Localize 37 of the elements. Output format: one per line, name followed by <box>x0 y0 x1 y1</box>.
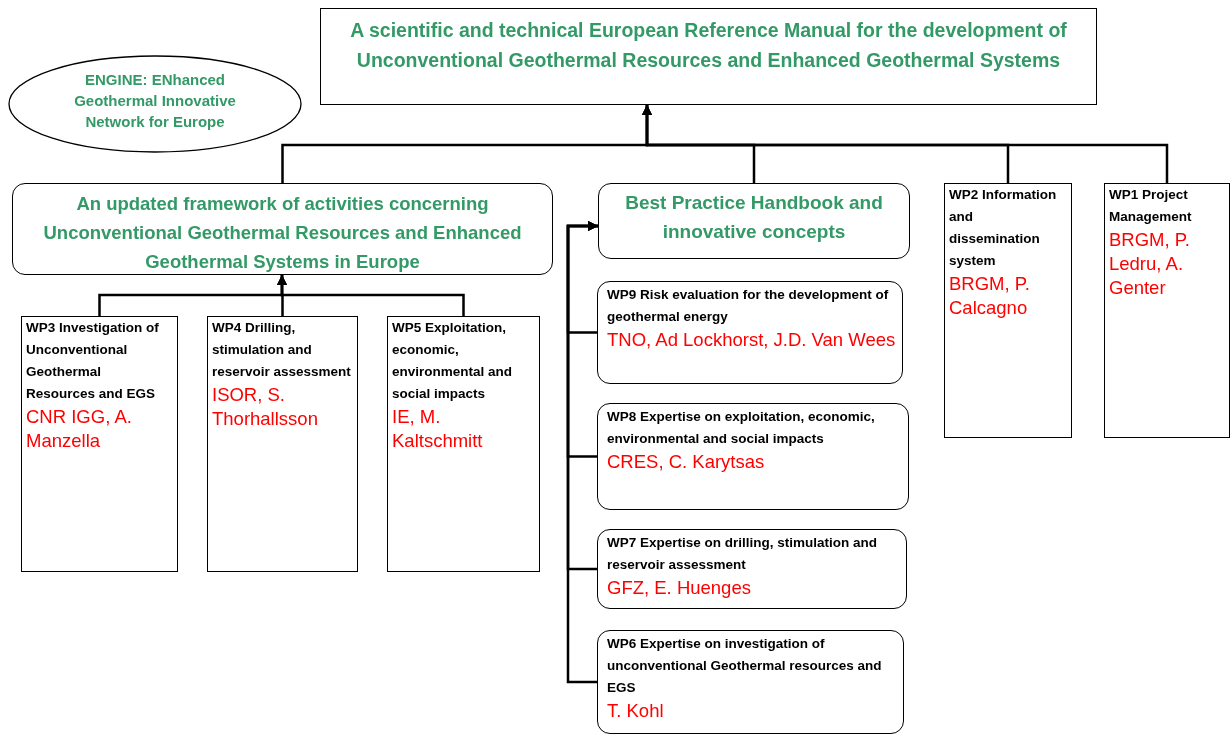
heading: Best Practice Handbook and innovative concepts <box>624 191 884 244</box>
arrow <box>277 275 465 316</box>
work-package-box <box>597 529 907 609</box>
partner-name: GFZ, E. Huenges <box>607 576 752 600</box>
partner-name: CRES, C. Karytsas <box>607 450 766 474</box>
work-package-box <box>597 281 903 384</box>
work-package-title: WP8 Expertise on exploitation, economic, environmental and social impacts <box>607 408 876 448</box>
work-package-box <box>597 630 904 734</box>
partner-name: CNR IGG, A. Manzella <box>26 405 133 453</box>
work-package-box <box>21 316 178 572</box>
work-package-box <box>597 403 909 510</box>
partner-name: BRGM, P. Ledru, A. Genter <box>1109 228 1191 300</box>
output-box <box>12 183 553 275</box>
arrow <box>566 221 598 684</box>
partner-name: BRGM, P. Calcagno <box>949 272 1031 320</box>
work-package-title: WP6 Expertise on investigation of unconventional Geothermal resources and EGS <box>607 635 883 697</box>
goal-box <box>320 8 1097 105</box>
work-package-title: WP4 Drilling, stimulation and reservoir assessment <box>212 319 352 381</box>
work-package-title: WP2 Information and dissemination system <box>949 186 1058 270</box>
heading: A scientific and technical European Reference Manual for the development of Unconventional Geothermal Resources and Enhanced Geothermal Systems <box>349 18 1068 73</box>
partner-name: TNO, Ad Lockhorst, J.D. Van Wees <box>607 328 896 352</box>
project-name: ENGINE: ENhanced Geothermal Innovative Network for Europe <box>73 70 237 132</box>
work-package-box <box>387 316 540 572</box>
work-package-title: WP1 Project Management <box>1109 186 1193 226</box>
work-package-title: WP3 Investigation of Unconventional Geothermal Resources and EGS <box>26 319 160 403</box>
work-package-box <box>944 183 1072 438</box>
heading: An updated framework of activities concerning Unconventional Geothermal Resources and Enhanced Geothermal Systems in Europe <box>42 192 523 274</box>
partner-name: T. Kohl <box>607 699 665 723</box>
partner-name: ISOR, S. Thorhallsson <box>212 383 319 431</box>
arrow <box>642 105 1169 183</box>
work-package-box <box>207 316 358 572</box>
work-package-title: WP7 Expertise on drilling, stimulation and reservoir assessment <box>607 534 879 574</box>
work-package-title: WP9 Risk evaluation for the development of geothermal energy <box>607 286 890 326</box>
work-package-title: WP5 Exploitation, economic, environmental and social impacts <box>392 319 514 403</box>
partner-name: IE, M. Kaltschmitt <box>392 405 484 453</box>
work-package-box <box>1104 183 1230 438</box>
output-box <box>598 183 910 259</box>
